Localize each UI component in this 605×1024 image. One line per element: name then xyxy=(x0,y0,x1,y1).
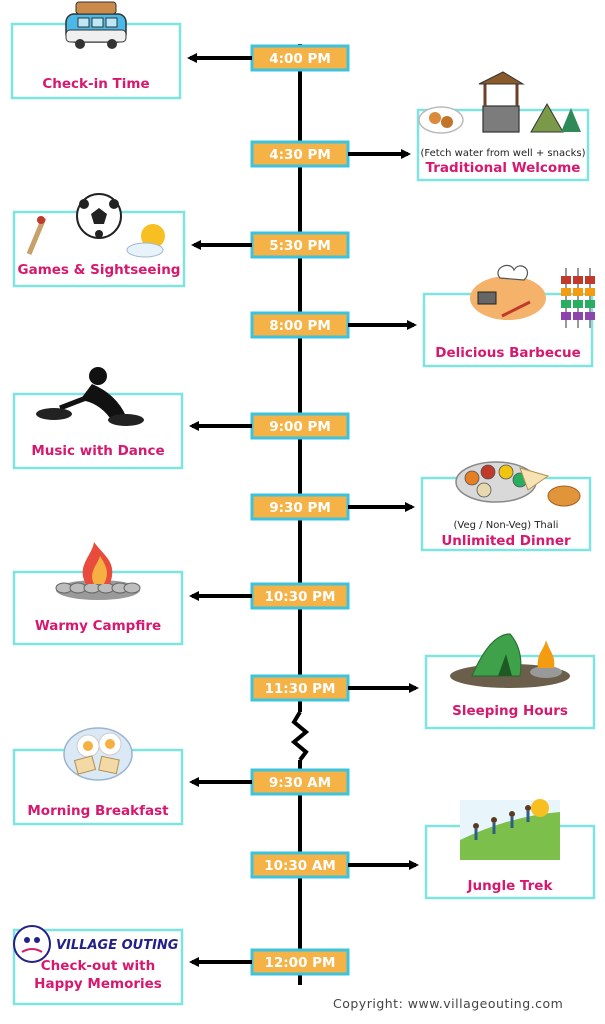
thali-icon xyxy=(455,461,581,507)
time-label: 10:30 PM xyxy=(264,589,335,605)
tent-icon xyxy=(450,633,570,688)
activity-sublabel: (Fetch water from well + snacks) xyxy=(420,148,585,159)
timeline-entry: Sleeping Hours 11:30 PM xyxy=(250,633,596,730)
timeline-entry: Games & Sightseeing 5:30 PM xyxy=(12,193,350,288)
time-label: 5:30 PM xyxy=(269,238,331,254)
time-label: 11:30 PM xyxy=(264,681,335,697)
barbecue-icon xyxy=(470,264,595,328)
activity-label: Music with Dance xyxy=(31,443,164,459)
timeline-entry: Morning Breakfast 9:30 AM xyxy=(12,727,350,826)
water-well-icon xyxy=(418,71,581,134)
time-badge xyxy=(250,851,350,879)
time-label: 10:30 AM xyxy=(264,858,336,874)
time-badge xyxy=(250,493,350,521)
time-label: 8:00 PM xyxy=(269,318,331,334)
time-label: 4:30 PM xyxy=(269,147,331,163)
activity-label: Morning Breakfast xyxy=(27,803,169,819)
activity-label: Delicious Barbecue xyxy=(435,345,581,361)
copyright-text: Copyright: www.villageouting.com xyxy=(333,996,563,1011)
activity-label: Sleeping Hours xyxy=(452,703,568,719)
time-badge xyxy=(250,768,350,796)
activity-label: Warmy Campfire xyxy=(35,618,161,634)
time-label: 12:00 PM xyxy=(264,955,335,971)
time-badge xyxy=(250,311,350,339)
time-label: 9:30 PM xyxy=(269,500,331,516)
activity-box xyxy=(12,928,184,1006)
timeline-break xyxy=(290,710,310,762)
time-label: 4:00 PM xyxy=(269,51,331,67)
breakfast-icon xyxy=(63,727,133,781)
activity-label: Unlimited Dinner xyxy=(441,533,571,549)
activity-label: Games & Sightseeing xyxy=(18,262,181,278)
time-badge xyxy=(250,231,350,259)
camper-van-icon xyxy=(65,1,127,49)
activity-sublabel: (Veg / Non-Veg) Thali xyxy=(454,520,559,531)
time-badge xyxy=(250,582,350,610)
time-label: 9:00 PM xyxy=(269,419,331,435)
time-badge xyxy=(250,674,350,702)
timeline-entry: Music with Dance 9:00 PM xyxy=(12,367,350,470)
activity-label: Check-out with xyxy=(41,958,155,974)
activity-label: Happy Memories xyxy=(34,976,162,992)
timeline-entry: Delicious Barbecue 8:00 PM xyxy=(250,264,595,368)
football-icon xyxy=(26,193,165,258)
campfire-icon xyxy=(55,542,141,600)
time-badge xyxy=(250,412,350,440)
timeline-entry: Jungle Trek 10:30 AM xyxy=(250,799,596,900)
timeline-entry: Warmy Campfire 10:30 PM xyxy=(12,542,350,646)
activity-label: Check-in Time xyxy=(42,76,149,92)
time-label: 9:30 AM xyxy=(269,775,331,791)
timeline-entry: (Fetch water from well + snacks)Traditio… xyxy=(250,71,590,182)
activity-label: Traditional Welcome xyxy=(426,160,581,176)
hikers-icon xyxy=(460,799,560,860)
dj-icon xyxy=(36,367,144,426)
brand-name: VILLAGE OUTING xyxy=(56,938,179,953)
timeline-entry: Check-in Time 4:00 PM xyxy=(10,1,350,100)
activity-label: Jungle Trek xyxy=(467,878,554,894)
village-outing-logo: VILLAGE OUTING xyxy=(13,925,179,963)
